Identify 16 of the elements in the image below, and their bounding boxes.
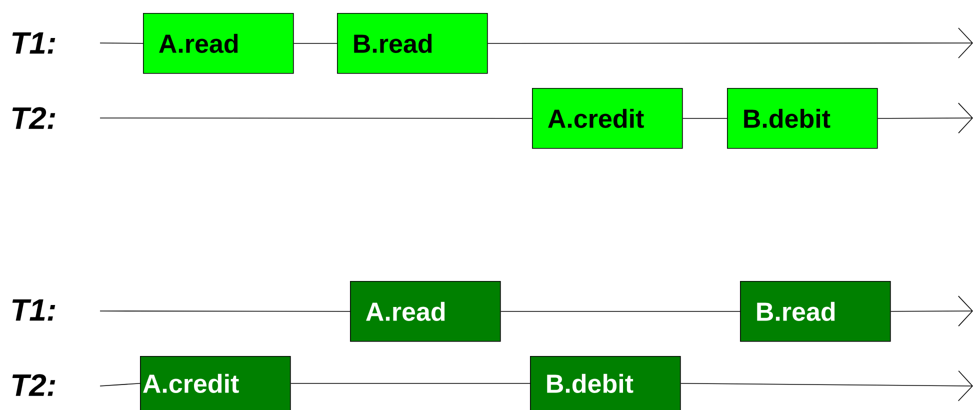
process-box: B.read bbox=[740, 281, 891, 342]
process-box: B.debit bbox=[530, 356, 681, 410]
process-box: B.read bbox=[337, 13, 488, 74]
transaction-label: T1: bbox=[12, 32, 56, 54]
transaction-label: T2: bbox=[12, 107, 56, 129]
timeline-arrow bbox=[877, 102, 974, 134]
process-box: A.read bbox=[350, 281, 501, 342]
transaction-label: T1: bbox=[12, 299, 56, 321]
process-box: A.credit bbox=[532, 88, 683, 149]
process-box: A.credit bbox=[140, 356, 291, 410]
timeline-arrow bbox=[680, 370, 974, 402]
timeline-arrow bbox=[487, 28, 974, 58]
timeline-arrow bbox=[890, 296, 974, 326]
process-box: A.read bbox=[143, 13, 294, 74]
process-box: B.debit bbox=[727, 88, 878, 149]
transaction-label: T2: bbox=[12, 374, 56, 396]
